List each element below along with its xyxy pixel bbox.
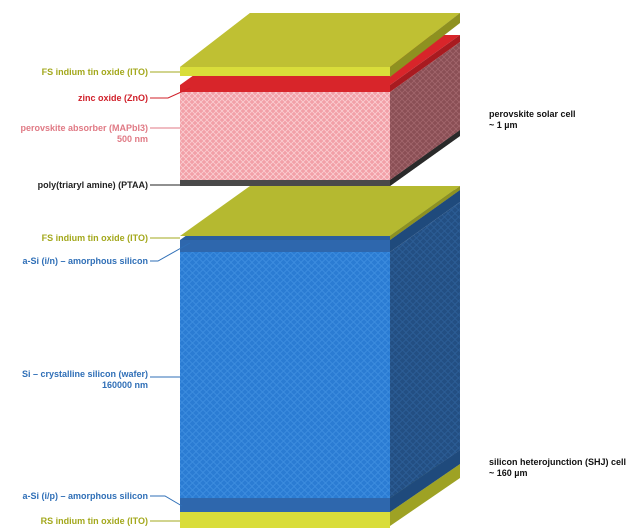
label-zno: zinc oxide (ZnO): [77, 93, 148, 103]
label-asi-in: a-Si (i/n) – amorphous silicon: [22, 256, 148, 266]
leader-asi-ip: [150, 495, 183, 507]
label-rs-ito: RS indium tin oxide (ITO): [40, 516, 148, 526]
perovskite-layer: [180, 42, 460, 180]
ptaa-layer: [180, 130, 460, 186]
perovskite-cell-size: ~ 1 µm: [489, 120, 518, 130]
perovskite-cell-title: perovskite solar cell: [489, 109, 576, 119]
label-fs-ito-bottom: FS indium tin oxide (ITO): [41, 233, 148, 243]
label-crystalline-si: Si – crystalline silicon (wafer) 160000 …: [21, 369, 148, 390]
label-perovskite: perovskite absorber (MAPbI3) 500 nm: [20, 123, 148, 144]
label-fs-ito-top: FS indium tin oxide (ITO): [41, 67, 148, 77]
crystalline-si-layer: [180, 202, 460, 498]
fs-ito-bottom-layer: [180, 186, 460, 240]
fs-ito-top-layer: [180, 13, 460, 77]
label-ptaa: poly(triaryl amine) (PTAA): [37, 180, 148, 190]
perovskite-cell-label: perovskite solar cell ~ 1 µm: [489, 109, 576, 131]
leader-lines: [150, 71, 191, 522]
label-asi-ip: a-Si (i/p) – amorphous silicon: [22, 491, 148, 501]
shj-cell-title: silicon heterojunction (SHJ) cell: [489, 457, 627, 467]
leader-zno: [150, 87, 191, 99]
leader-asi-in: [150, 242, 191, 262]
shj-cell-size: ~ 160 µm: [489, 468, 528, 478]
shj-cell-label: silicon heterojunction (SHJ) cell ~ 160 …: [489, 457, 626, 479]
